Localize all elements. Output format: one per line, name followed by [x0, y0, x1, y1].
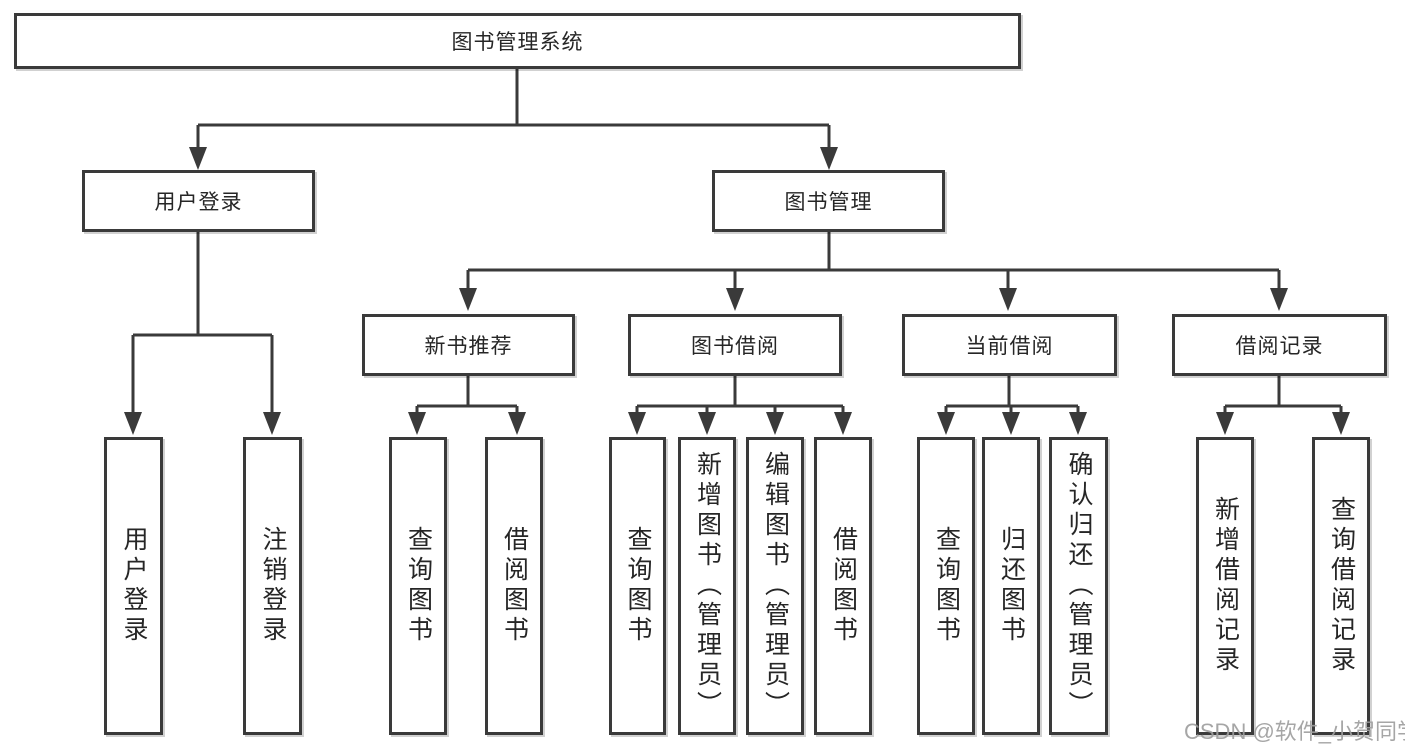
node-new-book-recommend: 新书推荐: [362, 314, 575, 376]
leaf-query-borrow-record-label: 查询借阅记录: [1327, 496, 1356, 676]
node-root-label: 图书管理系统: [451, 31, 584, 54]
leaf-edit-book-admin-label: 编辑图书（管理员）: [761, 451, 790, 721]
leaf-confirm-return-admin: 确认归还（管理员）: [1049, 437, 1108, 735]
connector-user-login: [131, 232, 274, 426]
node-user-login-label: 用户登录: [154, 191, 243, 214]
leaf-borrow-books-recommend: 借阅图书: [485, 437, 543, 735]
connector-borrow-records: [1223, 376, 1343, 426]
node-user-login: 用户登录: [82, 170, 315, 232]
leaf-user-login-label: 用户登录: [120, 526, 148, 646]
leaf-query-books-borrow: 查询图书: [609, 437, 666, 735]
connector-book-management: [466, 232, 1281, 302]
leaf-confirm-return-admin-label: 确认归还（管理员）: [1065, 451, 1093, 721]
leaf-query-borrow-record: 查询借阅记录: [1312, 437, 1370, 735]
leaf-add-book-admin-label: 新增图书（管理员）: [693, 451, 722, 721]
leaf-query-books-current-label: 查询图书: [932, 526, 961, 646]
leaf-logout-label: 注销登录: [259, 526, 287, 646]
node-current-borrow: 当前借阅: [902, 314, 1117, 376]
leaf-return-book-label: 归还图书: [997, 526, 1026, 646]
leaf-add-borrow-record: 新增借阅记录: [1196, 437, 1254, 735]
leaf-add-book-admin: 新增图书（管理员）: [678, 437, 736, 735]
leaf-borrow-books-label: 借阅图书: [829, 526, 858, 646]
node-root: 图书管理系统: [14, 13, 1021, 69]
leaf-add-borrow-record-label: 新增借阅记录: [1211, 496, 1240, 676]
leaf-edit-book-admin: 编辑图书（管理员）: [746, 437, 804, 735]
csdn-watermark: CSDN @软件_小贺同学: [1184, 719, 1405, 744]
node-borrow-records-label: 借阅记录: [1235, 335, 1324, 358]
leaf-borrow-books: 借阅图书: [814, 437, 872, 735]
leaf-logout: 注销登录: [243, 437, 302, 735]
connector-new-book-recommend: [415, 376, 519, 426]
leaf-query-books-borrow-label: 查询图书: [624, 526, 652, 646]
node-book-management: 图书管理: [712, 170, 945, 232]
leaf-query-books-recommend-label: 查询图书: [404, 526, 433, 646]
leaf-borrow-books-recommend-label: 借阅图书: [500, 526, 529, 646]
node-borrow-records: 借阅记录: [1172, 314, 1387, 376]
node-book-management-label: 图书管理: [784, 191, 873, 214]
connector-book-borrow: [635, 376, 845, 426]
arrowheads: [124, 147, 1350, 435]
node-current-borrow-label: 当前借阅: [965, 335, 1054, 358]
leaf-return-book: 归还图书: [982, 437, 1040, 735]
node-book-borrow-label: 图书借阅: [691, 335, 779, 358]
leaf-query-books-current: 查询图书: [917, 437, 975, 735]
node-book-borrow: 图书借阅: [628, 314, 842, 376]
connector-root: [196, 69, 831, 160]
leaf-query-books-recommend: 查询图书: [389, 437, 447, 735]
leaf-user-login: 用户登录: [104, 437, 163, 735]
node-new-book-recommend-label: 新书推荐: [424, 335, 513, 358]
